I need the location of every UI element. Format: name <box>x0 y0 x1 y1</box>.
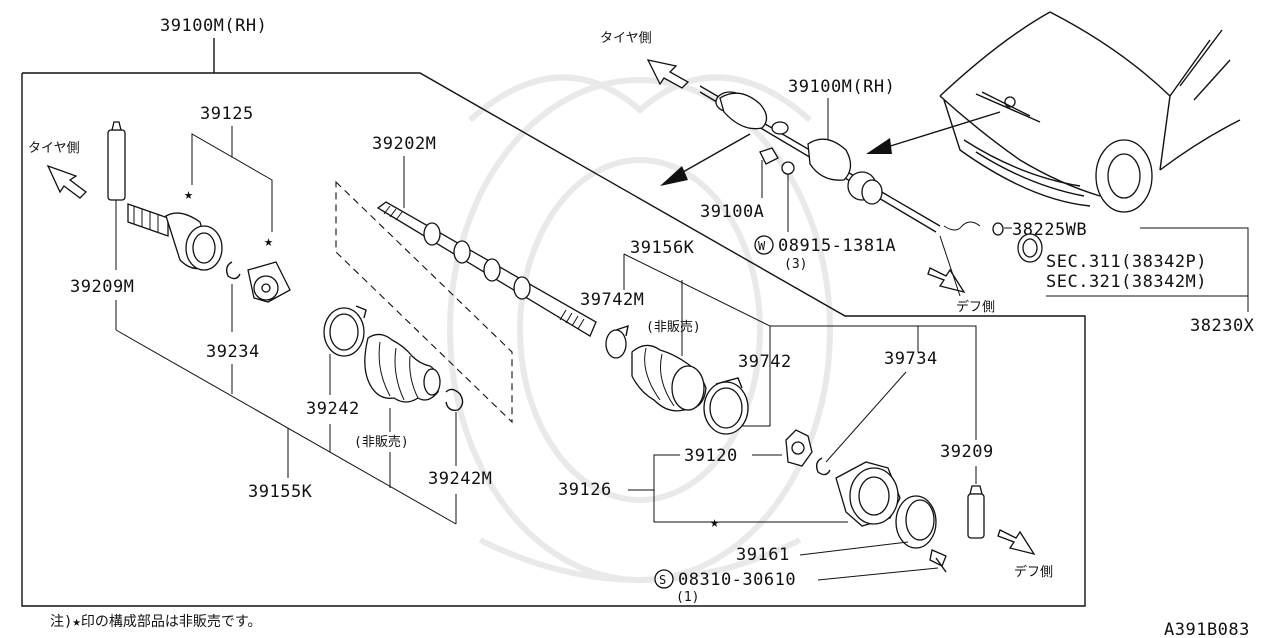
part-39242-band <box>323 305 367 357</box>
part-39242m-clip <box>445 388 464 412</box>
label-39202m: 39202M <box>372 134 436 154</box>
tire-side-arrow-left-icon <box>46 164 87 199</box>
star-mark-2: ★ <box>264 232 273 250</box>
label-39234: 39234 <box>206 342 260 362</box>
part-39742m-clamp <box>605 324 629 359</box>
inset-direction-arrow-1-icon <box>660 133 751 186</box>
diff-side-label-mid: デフ側 <box>956 299 995 315</box>
part-39209-drawing <box>967 485 985 539</box>
label-39742: 39742 <box>738 352 792 372</box>
label-08915-1381a: 08915-1381A <box>778 236 896 256</box>
label-inset-39100m: 39100M(RH) <box>788 77 895 97</box>
part-39742-band <box>703 377 749 435</box>
star-mark-1: ★ <box>184 185 193 203</box>
tire-side-label-left: タイヤ側 <box>28 141 80 156</box>
label-39742m: 39742M <box>580 290 644 310</box>
part-39242m-boot <box>364 333 441 403</box>
label-39242: 39242 <box>306 399 360 419</box>
part-39209m-drawing <box>107 121 126 201</box>
part-39125-cage <box>247 261 291 303</box>
label-sec321: SEC.321(38342M) <box>1046 272 1207 292</box>
label-sec311: SEC.311(38342P) <box>1046 252 1207 272</box>
car-illustration <box>939 11 1241 213</box>
w-symbol: W <box>758 239 766 253</box>
label-39209m: 39209M <box>70 277 134 297</box>
part-39100a-bolt <box>759 147 795 175</box>
w-symbol-circle <box>754 235 774 255</box>
part-39202m-shaft <box>376 201 597 337</box>
part-39125-outer-joint <box>127 203 223 271</box>
part-08310-bolt <box>929 549 947 573</box>
figure-code: A391B083 <box>1164 620 1250 638</box>
part-39156k-boot <box>631 344 707 412</box>
label-39242m: 39242M <box>428 469 492 489</box>
label-38230x: 38230X <box>1190 316 1255 336</box>
assembly-outline <box>21 38 1086 607</box>
label-39100a: 39100A <box>700 202 764 222</box>
part-38342-seal <box>1017 233 1043 263</box>
inset-direction-arrow-2-icon <box>866 111 1001 154</box>
boot-kit-dashed-box <box>335 180 513 424</box>
label-39120: 39120 <box>684 446 738 466</box>
s-symbol-circle <box>654 569 674 589</box>
qty-08915: (3) <box>784 257 807 272</box>
assembly-label: 39100M(RH) <box>160 16 267 36</box>
inset-driveshaft-drawing <box>699 85 941 233</box>
part-39734-ring <box>815 457 831 476</box>
part-39234-ring <box>225 261 241 280</box>
label-39161: 39161 <box>736 545 790 565</box>
part-39161-cap <box>895 495 937 549</box>
label-39156k: 39156K <box>630 238 695 258</box>
not-sold-note-2: (非販売) <box>646 319 701 335</box>
label-39734: 39734 <box>884 349 938 369</box>
not-sold-note-1: (非販売) <box>354 434 409 450</box>
diff-side-label-bottom: デフ側 <box>1014 564 1053 580</box>
diff-side-arrow-bottom-icon <box>997 529 1036 556</box>
star-mark-3: ★ <box>710 513 719 531</box>
s-symbol: S <box>659 573 666 587</box>
qty-08310: (1) <box>676 590 699 605</box>
tire-side-label-top: タイヤ側 <box>600 31 652 46</box>
part-39126-housing <box>835 461 901 527</box>
part-39120-spider <box>785 429 813 467</box>
label-39125: 39125 <box>200 104 254 124</box>
part-38225wb-clip <box>992 222 1004 236</box>
footnote: 注)★印の構成部品は非販売です。 <box>50 614 261 630</box>
label-39126: 39126 <box>558 480 612 500</box>
diff-side-arrow-mid-icon <box>927 267 966 294</box>
label-08310-30610: 08310-30610 <box>678 570 796 590</box>
tire-side-arrow-top-icon <box>646 59 690 89</box>
label-39209: 39209 <box>940 442 994 462</box>
watermark <box>447 74 833 583</box>
leader-38225wb <box>943 221 981 231</box>
label-39155k: 39155K <box>248 482 313 502</box>
